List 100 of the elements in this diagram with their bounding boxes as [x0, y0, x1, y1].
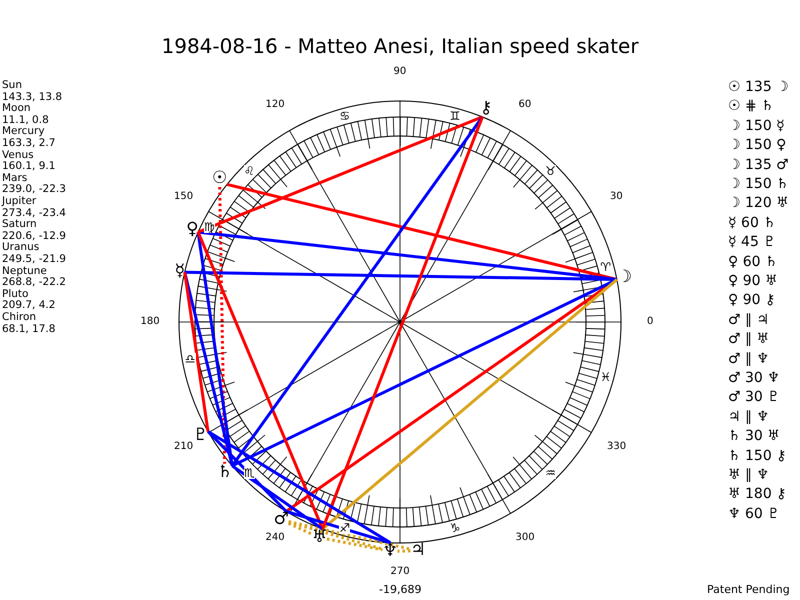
aspect-entry: ♆ 60 ♇	[728, 506, 780, 522]
aspect-line	[198, 116, 483, 234]
degree-label: 60	[518, 100, 532, 110]
aspect-line	[288, 520, 411, 551]
planet-name: Mercury	[2, 126, 45, 138]
aspect-entry: ☽ 120 ♅	[728, 196, 789, 212]
planet-name: Jupiter	[2, 196, 36, 208]
planet-position: 268.8, -22.2	[2, 277, 66, 288]
planet-position: 160.1, 9.1	[2, 161, 56, 172]
degree-label: 330	[607, 442, 626, 452]
planet-name: Venus	[2, 150, 34, 161]
planet-position: 143.3, 13.8	[2, 92, 62, 103]
aspect-entry: ♂ ∥ ♃	[728, 312, 770, 328]
degree-label: 210	[174, 442, 194, 452]
planet-name: Uranus	[2, 242, 40, 254]
aspect-entry: ♅ ∥ ♆	[728, 468, 770, 483]
zodiac-symbol: ♏	[244, 466, 255, 479]
aspect-line	[183, 272, 210, 432]
degree-label: 270	[390, 566, 410, 577]
footer-note: Patent Pending	[707, 584, 790, 596]
aspect-line	[218, 186, 226, 464]
aspect-line	[322, 278, 618, 530]
aspect-entry: ☽ 150 ♄	[728, 177, 789, 192]
planet-position: 163.3, 2.7	[2, 138, 56, 150]
aspect-entry: ☉ 135 ☽	[728, 80, 789, 95]
zodiac-symbol: ♒	[545, 466, 556, 479]
planet-symbol: ♇	[193, 427, 208, 444]
planet-symbol: ♀	[186, 220, 199, 238]
degree-label: 0	[647, 316, 654, 327]
aspect-entry: ☽ 135 ♂	[728, 158, 789, 172]
aspect-line	[226, 182, 618, 281]
degree-label: 180	[140, 316, 160, 327]
aspect-line	[198, 230, 618, 281]
aspect-line	[286, 510, 391, 544]
planet-name: Moon	[2, 103, 31, 114]
zodiac-symbol: ♍	[204, 220, 215, 233]
aspect-entry: ♀ 90 ⚷	[728, 293, 776, 308]
zodiac-symbol: ♋	[339, 110, 350, 122]
zodiac-symbol: ♎	[184, 352, 196, 365]
aspect-entry: ♂ 30 ♆	[728, 371, 780, 386]
planet-name: Neptune	[2, 266, 47, 277]
aspect-line	[196, 232, 234, 466]
degree-label: 240	[266, 533, 285, 544]
planet-position: 220.6, -12.9	[2, 230, 66, 242]
aspect-line	[397, 549, 411, 553]
aspect-line	[207, 430, 392, 544]
aspect-entry: ♂ ∥ ♅	[728, 332, 770, 347]
aspect-line	[230, 116, 484, 467]
degree-label: 150	[174, 192, 194, 202]
planet-name: Mars	[2, 172, 28, 184]
degree-label: 300	[516, 533, 535, 544]
zodiac-symbol: ♉	[545, 165, 556, 178]
planet-symbol: ♄	[217, 464, 232, 481]
aspect-entry: ♅ 180 ⚷	[728, 487, 786, 502]
planet-symbol: ☉	[212, 170, 228, 187]
degree-label: 120	[266, 100, 285, 110]
planet-symbol: ♃	[410, 542, 426, 560]
value-label: -19,689	[379, 584, 422, 596]
planet-position: 273.4, -23.4	[2, 208, 66, 219]
aspect-entry: ♂ 30 ♇	[728, 390, 780, 406]
aspect-line	[206, 430, 288, 512]
aspect-entry: ☿ 45 ♇	[728, 235, 776, 250]
aspect-entry: ♃ ∥ ♆	[728, 410, 770, 424]
aspect-entry: ♄ 30 ♅	[728, 429, 780, 444]
zodiac-symbol: ♌	[244, 165, 255, 178]
chart-title: 1984-08-16 - Matteo Anesi, Italian speed skater	[162, 36, 639, 56]
zodiac-symbol: ♐	[339, 522, 350, 534]
planet-symbol: ♅	[312, 529, 328, 546]
aspect-entry: ♀ 60 ♄	[728, 254, 778, 270]
planet-position: 249.5, -21.9	[2, 254, 66, 266]
planet-name: Chiron	[2, 312, 36, 324]
zodiac-symbol: ♈	[600, 260, 611, 273]
aspect-line	[288, 520, 383, 551]
aspect-line	[326, 538, 383, 552]
planet-name: Saturn	[2, 219, 37, 230]
aspect-entry: ♄ 150 ⚷	[728, 448, 786, 464]
zodiac-symbol: ♓	[600, 371, 611, 384]
aspect-entry: ☿ 60 ♄	[728, 216, 776, 230]
planet-position: 239.0, -22.3	[2, 184, 66, 196]
planet-symbol: ♂	[274, 511, 289, 528]
aspect-entry: ♂ ∥ ♆	[728, 352, 770, 366]
planet-position: 209.7, 4.2	[2, 300, 56, 312]
degree-label: 90	[394, 66, 406, 77]
zodiac-symbol: ♊	[450, 110, 460, 122]
aspect-entry: ☽ 150 ☿	[728, 118, 785, 134]
aspect-line	[232, 278, 618, 468]
planet-position: 68.1, 17.8	[2, 324, 56, 335]
aspect-line	[321, 116, 484, 530]
aspect-line	[231, 464, 324, 530]
zodiac-symbol: ♑	[450, 522, 460, 534]
aspect-entry: ☉ ⋕ ♄	[728, 99, 774, 114]
planet-name: Pluto	[2, 288, 28, 300]
degree-label: 30	[610, 192, 623, 202]
planet-symbol: ☽	[616, 269, 632, 286]
planet-symbol: ☿	[174, 262, 186, 280]
aspect-line	[288, 522, 313, 536]
planet-position: 11.1, 0.8	[2, 114, 49, 126]
planet-name: Sun	[2, 80, 22, 92]
aspect-entry: ☽ 150 ♀	[728, 138, 786, 153]
planet-symbol: ⚷	[480, 100, 492, 117]
